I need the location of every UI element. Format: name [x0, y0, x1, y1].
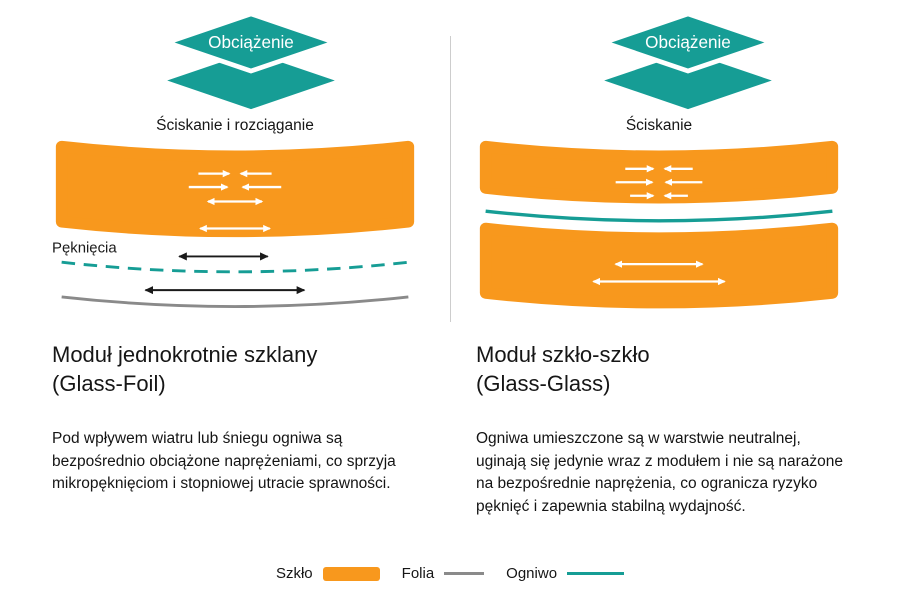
legend-item-cell: Ogniwo [506, 565, 625, 582]
panel-title-left: Moduł jednokrotnie szklany (Glass-Foil) [52, 340, 450, 398]
crack-stretch-arrows [144, 252, 306, 295]
cell-line [485, 209, 833, 223]
legend-cell-label: Ogniwo [506, 565, 558, 582]
panel-title-line1: Moduł jednokrotnie szklany [52, 342, 318, 368]
panels: Obciążenie Ściskanie i rozciąganie [0, 0, 900, 518]
panel-title-line1: Moduł szkło-szkło [476, 342, 650, 368]
panel-description-right: Ogniwa umieszczone są w warstwie neutral… [476, 430, 844, 515]
legend: Szkło Folia Ogniwo [0, 565, 900, 582]
stress-label-left: Ściskanie i rozciąganie [156, 117, 314, 134]
load-diamond-icon: Obciążenie [596, 11, 780, 110]
glass-band-bottom [479, 222, 839, 309]
foil-swatch [444, 572, 485, 575]
foil-line [61, 295, 409, 308]
diamond-upper-layer [596, 11, 780, 74]
glass-foil-panel: Obciążenie Ściskanie i rozciąganie [0, 0, 450, 518]
panel-divider [450, 36, 451, 322]
legend-foil-label: Folia [401, 565, 435, 582]
cell-line-dashed [61, 260, 409, 274]
legend-item-glass: Szkło [276, 565, 380, 582]
cracks-label: Pęknięcia [52, 240, 117, 257]
legend-item-foil: Folia [402, 565, 485, 582]
stretch-arrows [592, 260, 726, 286]
glass-glass-diagram [479, 140, 839, 309]
cell-swatch [567, 572, 625, 575]
stress-label-right: Ściskanie [625, 117, 693, 134]
glass-band-top [479, 140, 839, 204]
panel-description-left: Pod wpływem wiatru lub śniegu ogniwa są … [52, 430, 396, 493]
load-label: Obciążenie [645, 32, 731, 52]
panel-title-right: Moduł szkło-szkło (Glass-Glass) [476, 340, 900, 398]
glass-glass-panel: Obciążenie Ściskanie [450, 0, 900, 518]
panel-title-line2: (Glass-Foil) [52, 371, 166, 397]
diamond-upper-layer [159, 11, 343, 74]
load-label: Obciążenie [208, 32, 294, 52]
glass-swatch [322, 566, 380, 581]
panel-title-line2: (Glass-Glass) [476, 371, 611, 397]
legend-glass-label: Szkło [275, 565, 313, 582]
glass-band [55, 140, 415, 238]
compression-tension-arrows [188, 169, 282, 233]
compression-arrows [615, 165, 703, 200]
glass-foil-diagram: Pęknięcia [52, 140, 415, 308]
load-diamond-icon: Obciążenie [159, 11, 343, 110]
